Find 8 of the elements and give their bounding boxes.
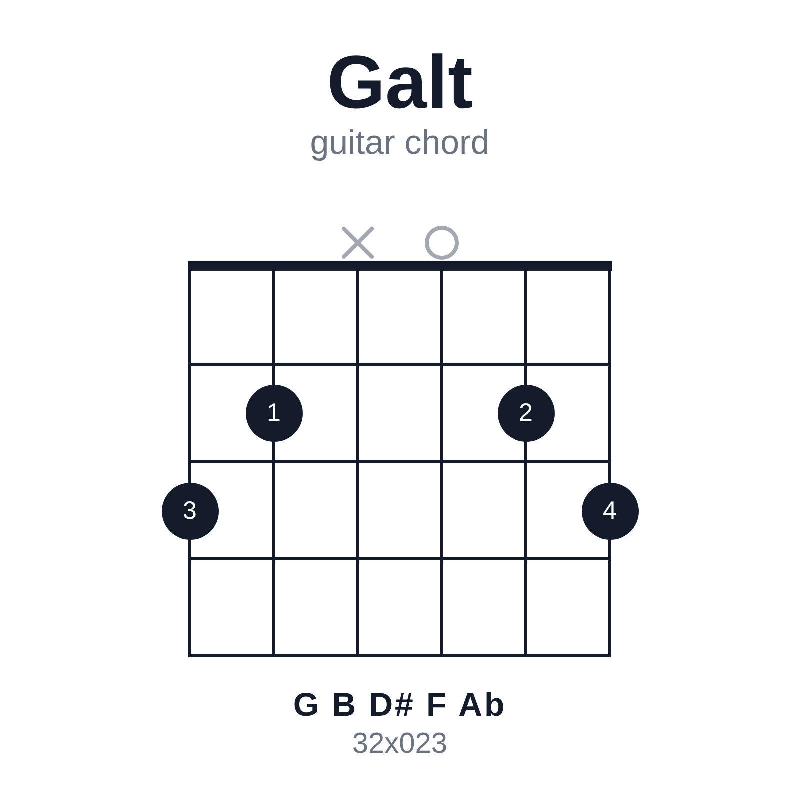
finger-dot: 3 xyxy=(162,482,218,540)
fingering-pattern-text: 32x023 xyxy=(352,728,448,762)
finger-dot: 2 xyxy=(498,384,554,442)
finger-dot: 4 xyxy=(582,482,638,540)
finger-dot: 1 xyxy=(246,384,302,442)
chord-title: Galt xyxy=(327,39,473,126)
subtitle-text: guitar chord xyxy=(310,124,490,164)
note-names-text: G B D# F Ab xyxy=(293,686,507,724)
